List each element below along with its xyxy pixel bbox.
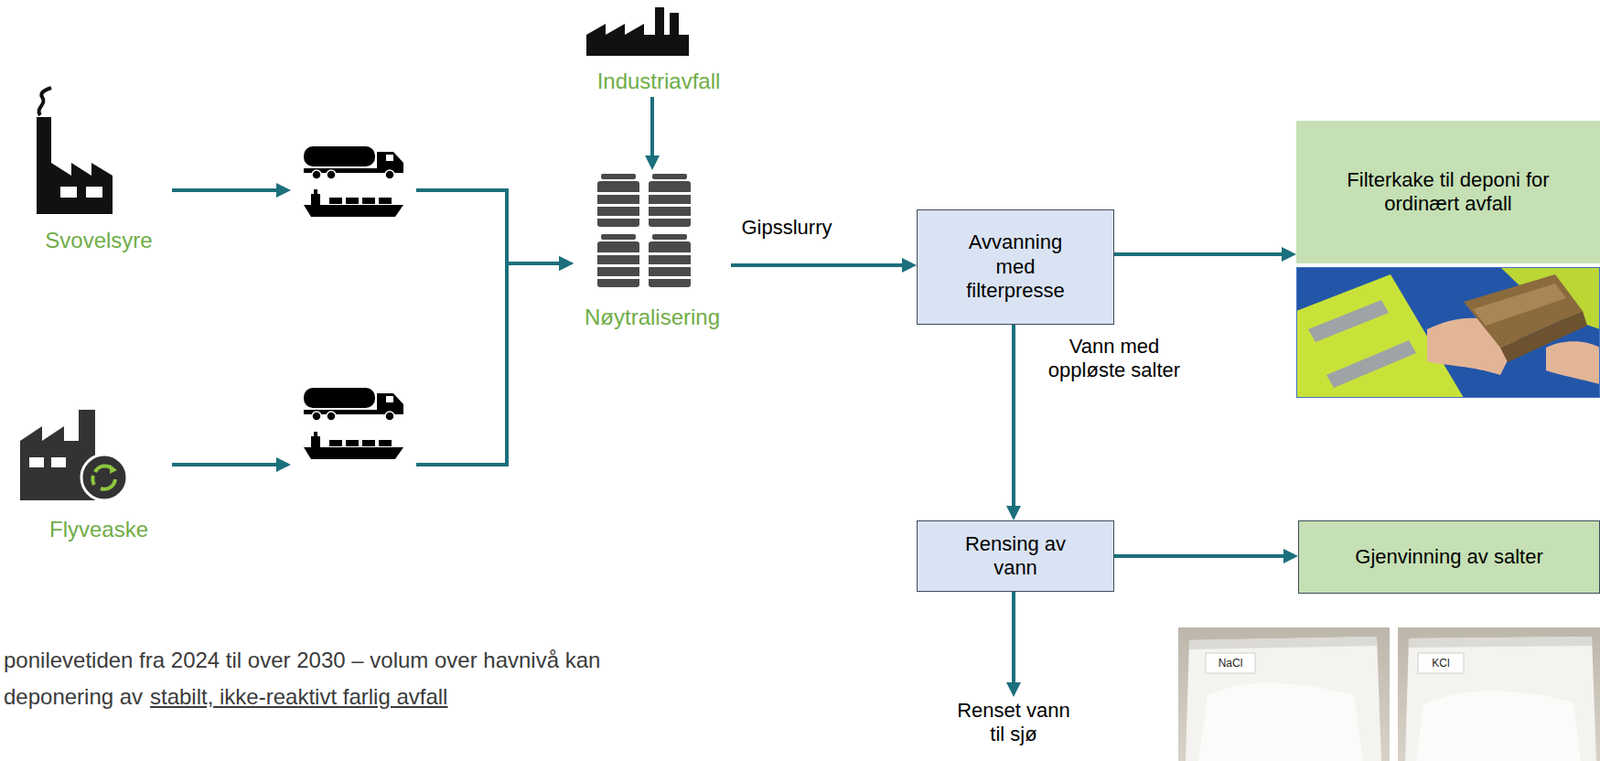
output-box: Gjenvinning av salter (1298, 520, 1600, 594)
connector-segment (171, 457, 291, 473)
connector (1114, 548, 1299, 564)
arrow-head (644, 155, 660, 171)
icon-label: Nøytralisering (584, 304, 720, 332)
arrow-head (1006, 682, 1021, 698)
source-icon: Flyveaske (25, 402, 172, 546)
node-text: Renset vann til sjø (954, 698, 1074, 748)
connector (1006, 591, 1021, 698)
node-text: Avvanning med filterpresse (951, 230, 1080, 303)
connector-segment (644, 96, 660, 171)
connector-segment (1114, 246, 1297, 262)
bag-label: KCl (1417, 656, 1464, 670)
connector-segment (171, 182, 291, 198)
arrow-head (276, 182, 291, 198)
note-text: ponilevetiden fra 2024 til over 2030 – v… (3, 647, 601, 675)
connector-line (650, 96, 655, 158)
truck-icon (303, 146, 404, 421)
connector-segment (1006, 591, 1021, 698)
outlet-label: Renset vann til sjø (951, 697, 1076, 754)
connector-line (1114, 554, 1286, 559)
arrow-head (276, 457, 291, 473)
connector (644, 96, 660, 171)
tank-icon (597, 173, 691, 288)
salt-bag-photo (1178, 627, 1390, 761)
node-text: Gjenvinning av salter (1354, 545, 1543, 570)
arrow-head (1006, 505, 1021, 521)
icon-label: Flyveaske (49, 516, 149, 544)
connector-segment (730, 257, 917, 273)
arrow-head (558, 256, 574, 271)
arrow-head (902, 257, 917, 273)
connector-segment (416, 190, 574, 271)
connector-segment (1114, 548, 1299, 564)
connector-line (171, 188, 279, 193)
factory-icon (36, 87, 113, 215)
source-icon: Industriavfall (585, 3, 732, 97)
connector (171, 256, 574, 473)
filter-cake-photo (1296, 267, 1600, 398)
note-text: stabilt, ikke-reaktivt farlig avfall (150, 684, 448, 711)
connector-line (171, 462, 279, 467)
factory-icon (586, 7, 689, 56)
connector (1006, 324, 1021, 521)
connector-line (1011, 324, 1016, 508)
connector-line (730, 263, 904, 268)
connector-line (416, 263, 561, 465)
connector (171, 182, 574, 271)
edge-label: Gipsslurry (731, 215, 842, 240)
connector-line (1011, 591, 1016, 685)
arrow-head (1281, 246, 1297, 262)
note-text: deponering av (3, 684, 143, 711)
connector-segment (416, 256, 574, 465)
process-box: Avvanning med filterpresse (916, 209, 1115, 325)
connector-line (416, 190, 561, 264)
connector-segment (1006, 324, 1021, 521)
icon-label: Industriavfall (597, 68, 721, 96)
arrow-head (558, 256, 574, 271)
recycling-factory-icon (20, 409, 128, 501)
connector (1114, 246, 1297, 262)
salt-bag-photo (1397, 627, 1600, 761)
connector-line (1114, 252, 1284, 257)
ship-icon (303, 189, 404, 460)
node-text: Rensing av vann (960, 532, 1071, 581)
bag-label: NaCl (1205, 656, 1256, 670)
icon-label: Svovelsyre (44, 227, 152, 255)
arrow-head (1283, 548, 1299, 564)
node-text: Filterkake til deponi for ordinært avfal… (1324, 168, 1572, 217)
process-box: Rensing av vann (916, 520, 1115, 592)
connector (730, 257, 917, 273)
output-box: Filterkake til deponi for ordinært avfal… (1296, 120, 1600, 264)
process-icon: Nøytralisering (573, 170, 731, 333)
edge-label: Vann med oppløste salter (1033, 334, 1195, 384)
source-icon: Svovelsyre (25, 91, 172, 257)
